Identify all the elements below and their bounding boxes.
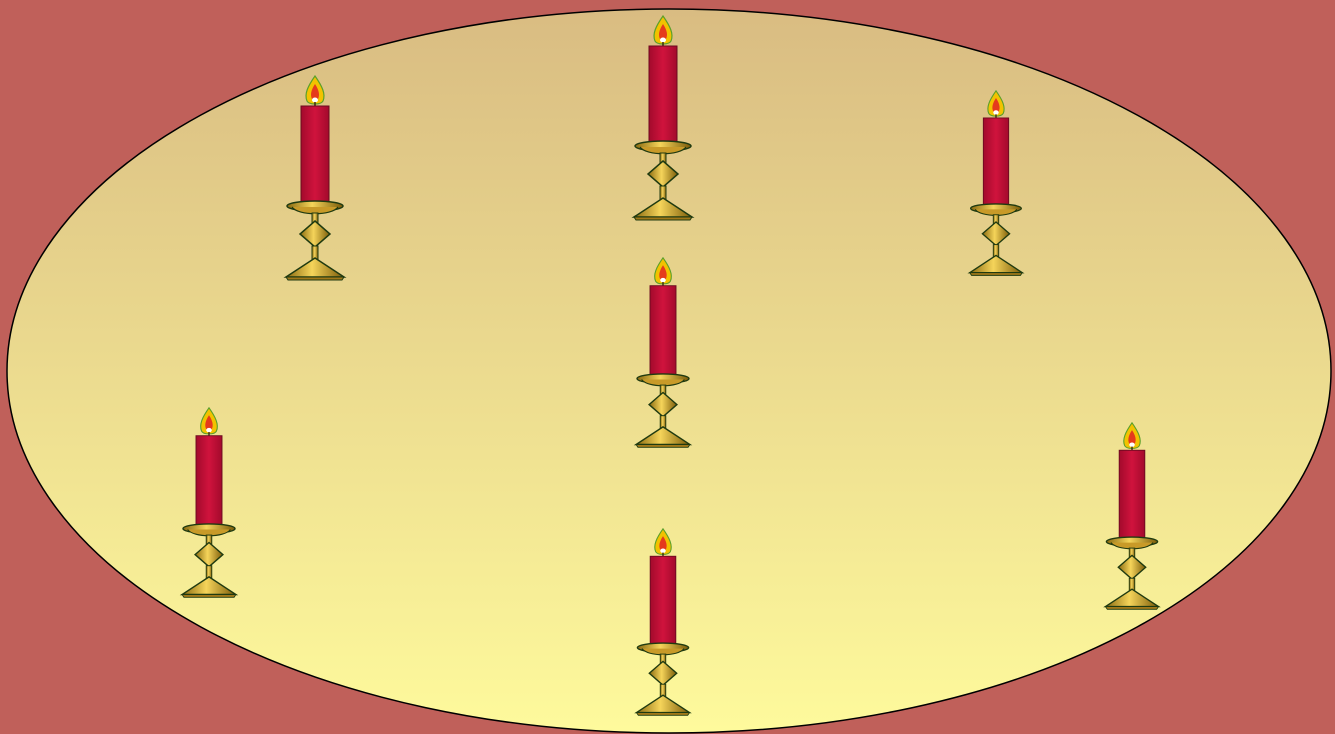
candle-scene [6, 8, 1332, 734]
table-ellipse [6, 8, 1332, 734]
